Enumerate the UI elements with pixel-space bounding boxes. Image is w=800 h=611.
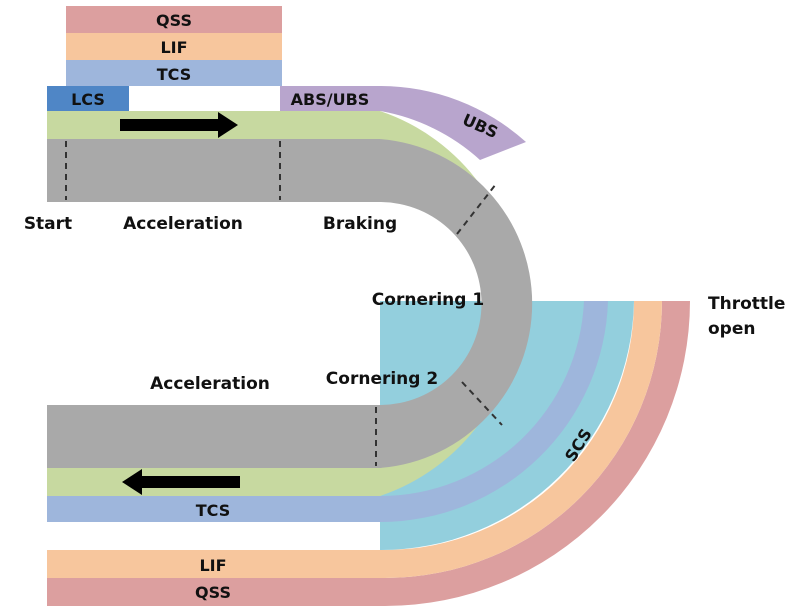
qss-bottom-label: QSS bbox=[195, 583, 231, 602]
throttle-open-label-line2: open bbox=[708, 319, 755, 339]
throttle-open-label-line1: Throttle bbox=[708, 294, 785, 314]
tcs-band-outer bbox=[47, 301, 608, 523]
lif-legend-box bbox=[66, 33, 282, 60]
cornering2-label: Cornering 2 bbox=[326, 369, 438, 389]
tcs-legend-label: TCS bbox=[157, 65, 191, 84]
abs-ubs-label: ABS/UBS bbox=[291, 90, 370, 109]
phase-dividers bbox=[65, 141, 503, 466]
lif-legend-label: LIF bbox=[160, 38, 187, 57]
braking-label: Braking bbox=[323, 214, 397, 234]
acceleration-bottom-label: Acceleration bbox=[150, 374, 270, 394]
qss-legend-label: QSS bbox=[156, 11, 192, 30]
lcs-box bbox=[47, 86, 129, 111]
tcs-legend-box bbox=[66, 60, 282, 86]
cornering2-divider bbox=[461, 381, 503, 426]
cornering1-label: Cornering 1 bbox=[372, 290, 484, 310]
lif-bottom-label: LIF bbox=[199, 556, 226, 575]
start-label: Start bbox=[24, 214, 72, 234]
qss-legend-box bbox=[66, 6, 282, 33]
lcs-label: LCS bbox=[71, 90, 105, 109]
acceleration-top-label: Acceleration bbox=[123, 214, 243, 234]
lif-band-outer bbox=[47, 301, 662, 578]
tcs-bottom-label: TCS bbox=[196, 501, 230, 520]
track bbox=[47, 139, 533, 468]
return-arrow bbox=[122, 469, 240, 495]
ubs-band bbox=[280, 85, 526, 160]
forward-arrow bbox=[120, 112, 238, 138]
